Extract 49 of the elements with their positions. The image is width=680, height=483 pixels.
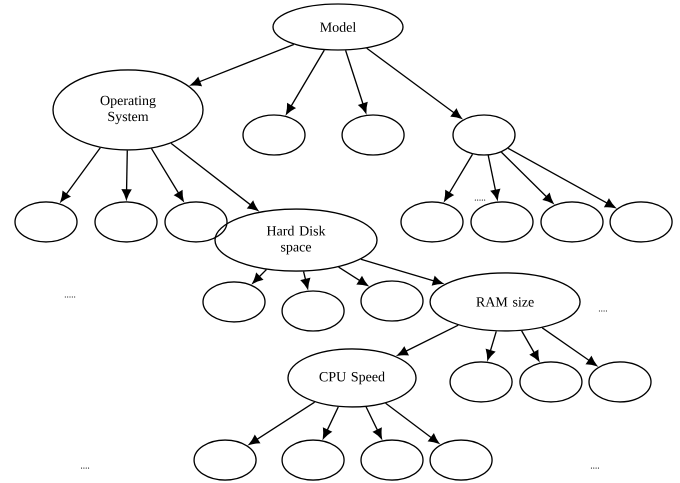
arrow [122, 150, 132, 200]
empty-ellipse [164, 201, 228, 243]
arrow [248, 402, 315, 445]
empty-ellipse [449, 361, 513, 403]
ellipsis-note: ..... [64, 296, 76, 298]
empty-ellipse [360, 280, 424, 322]
empty-ellipse [360, 439, 424, 481]
arrow [286, 50, 325, 114]
arrow [488, 155, 500, 200]
arrow [486, 331, 497, 360]
empty-ellipse [429, 439, 493, 481]
empty-ellipse [341, 114, 405, 156]
ellipsis-note: ..... [474, 200, 486, 201]
arrow [300, 271, 310, 289]
arrow [542, 327, 598, 366]
arrow [521, 330, 540, 362]
empty-ellipse [540, 201, 604, 243]
ellipsis-note: .... [81, 468, 90, 469]
empty-ellipse [94, 201, 158, 243]
empty-ellipse [452, 114, 516, 156]
empty-ellipse [202, 281, 266, 323]
arrow [385, 402, 440, 444]
arrow [501, 152, 554, 204]
empty-ellipse [14, 201, 78, 243]
empty-ellipse [242, 114, 306, 156]
arrow [366, 406, 382, 439]
empty-ellipse [193, 439, 257, 481]
empty-ellipse [470, 201, 534, 243]
ellipsis-note: .... [590, 468, 599, 469]
empty-ellipse [519, 361, 583, 403]
arrow [190, 44, 294, 86]
arrow [150, 148, 184, 202]
arrow [345, 50, 368, 114]
arrow [444, 154, 474, 202]
arrow [322, 406, 339, 439]
arrow [397, 324, 458, 356]
empty-ellipse [588, 361, 652, 403]
ellipsis-note: .... [598, 310, 607, 312]
empty-ellipse [609, 201, 673, 243]
arrow [252, 269, 267, 284]
arrow [60, 147, 101, 202]
arrow [508, 148, 616, 208]
arrow [366, 48, 462, 119]
empty-ellipse [400, 201, 464, 243]
empty-ellipse [281, 290, 345, 332]
arrow [170, 142, 258, 211]
empty-ellipse [281, 439, 345, 481]
arrow [360, 258, 444, 286]
arrow [338, 266, 368, 286]
